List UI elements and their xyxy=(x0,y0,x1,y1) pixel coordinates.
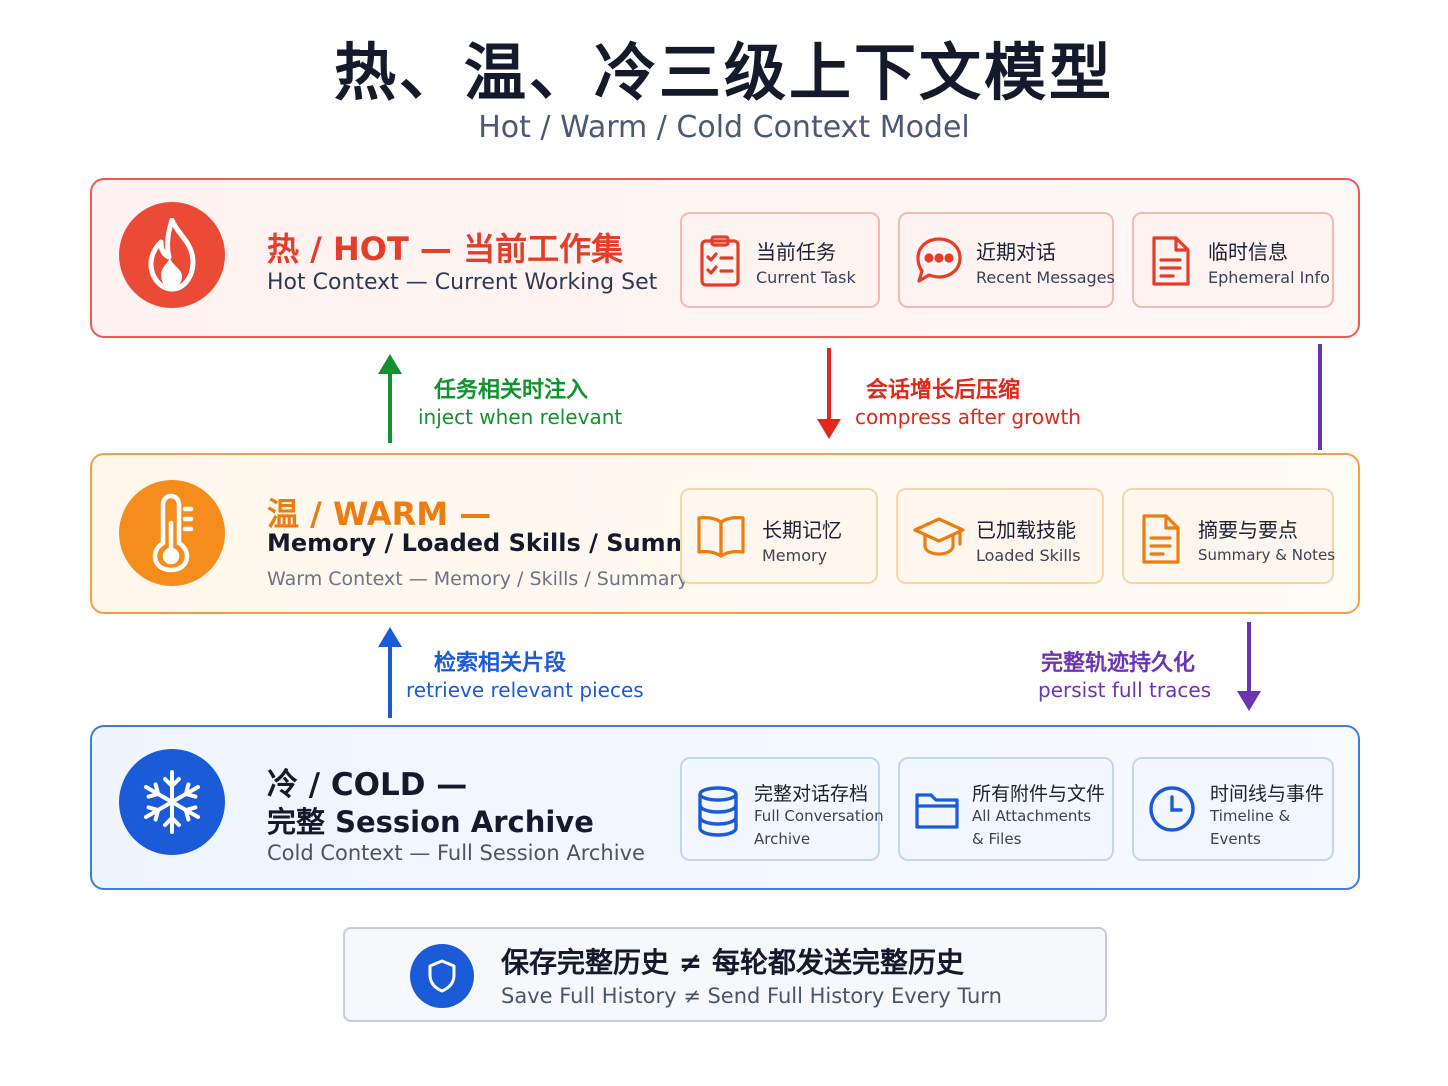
flame-icon xyxy=(119,202,225,308)
compress-arrow xyxy=(817,348,841,439)
hot-subtitle: Hot Context — Current Working Set xyxy=(267,270,658,295)
open-book-icon xyxy=(696,514,746,564)
retrieve-label-zh: 检索相关片段 xyxy=(434,651,567,676)
compress-label-en: compress after growth xyxy=(855,405,1081,429)
document-icon xyxy=(1148,234,1192,292)
warm-tier: 温 / WARM — Memory / Loaded Skills / Summ… xyxy=(90,453,1360,614)
page-title: 热、温、冷三级上下文模型 xyxy=(333,36,1114,109)
compress-label-zh: 会话增长后压缩 xyxy=(866,378,1021,403)
warm-title: 温 / WARM — xyxy=(267,495,492,533)
page-subtitle: Hot / Warm / Cold Context Model xyxy=(478,110,970,145)
persist-arrow xyxy=(1237,622,1261,711)
hot-card-current-task: 当前任务 Current Task xyxy=(680,212,880,308)
note-text-en: Save Full History ≠ Send Full History Ev… xyxy=(501,984,1002,1008)
cold-card-full-conversation-archive: 完整对话存档 Full Conversation Archive xyxy=(680,757,884,861)
inject-arrow xyxy=(378,354,402,443)
hot-card-recent-messages: 近期对话 Recent Messages xyxy=(898,212,1115,308)
cold-tier: 冷 / COLD — 完整 Session Archive Cold Conte… xyxy=(90,725,1360,890)
hot-tier: 热 / HOT — 当前工作集 Hot Context — Current Wo… xyxy=(90,178,1360,338)
cold-card-all-attachments-files: 所有附件与文件 All Attachments & Files xyxy=(898,757,1114,861)
principle-note: 保存完整历史 ≠ 每轮都发送完整历史 Save Full History ≠ S… xyxy=(343,927,1107,1022)
inject-label-zh: 任务相关时注入 xyxy=(434,378,589,403)
cold-subtitle: Cold Context — Full Session Archive xyxy=(267,841,645,865)
graduation-cap-icon xyxy=(912,514,966,564)
hot-card-ephemeral-info: 临时信息 Ephemeral Info xyxy=(1132,212,1334,308)
clock-icon xyxy=(1148,785,1196,837)
persist-label-en: persist full traces xyxy=(1038,678,1212,702)
inject-label-en: inject when relevant xyxy=(418,405,623,429)
warm-title-line2: Memory / Loaded Skills / Summary xyxy=(267,529,735,557)
document-lines-icon xyxy=(1138,512,1182,570)
cold-title-line2: 完整 Session Archive xyxy=(267,805,594,839)
warm-card-summary-notes: 摘要与要点 Summary & Notes xyxy=(1122,488,1335,584)
snowflake-icon xyxy=(119,749,225,855)
retrieve-label-en: retrieve relevant pieces xyxy=(406,678,644,702)
persist-label-zh: 完整轨迹持久化 xyxy=(1041,651,1196,676)
note-text-zh: 保存完整历史 ≠ 每轮都发送完整历史 xyxy=(501,946,964,979)
cold-title: 冷 / COLD — xyxy=(267,767,468,803)
retrieve-arrow xyxy=(378,627,402,718)
warm-card-loaded-skills: 已加载技能 Loaded Skills xyxy=(896,488,1104,584)
hot-title: 热 / HOT — 当前工作集 xyxy=(267,230,624,268)
folder-icon xyxy=(914,789,960,835)
warm-subtitle: Warm Context — Memory / Skills / Summary xyxy=(267,568,689,590)
cold-card-timeline-events: 时间线与事件 Timeline & Events xyxy=(1132,757,1334,861)
database-icon xyxy=(696,785,740,841)
shield-icon xyxy=(410,944,474,1008)
chat-bubble-icon xyxy=(914,234,964,290)
warm-card-memory: 长期记忆 Memory xyxy=(680,488,878,584)
clipboard-checklist-icon xyxy=(696,234,744,292)
thermometer-icon xyxy=(119,480,225,586)
